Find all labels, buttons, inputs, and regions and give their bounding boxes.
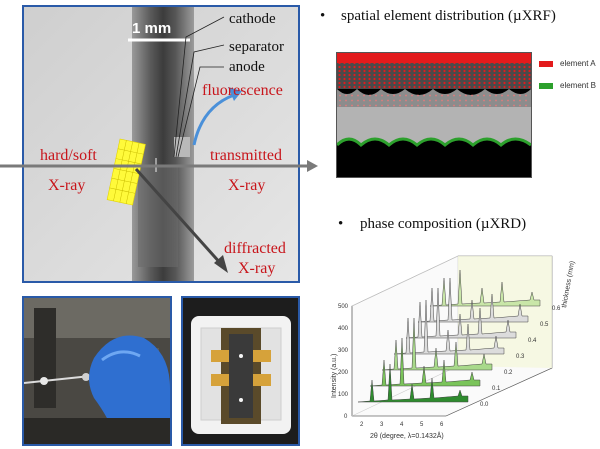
cell-holder-image <box>183 298 298 444</box>
xrd-y-ticks: 0 100 200 300 400 500 <box>338 304 349 420</box>
ytick-200: 200 <box>338 370 349 376</box>
incoming-xray-label-2: X-ray <box>48 177 86 194</box>
xrd-title: phase composition (µXRD) <box>360 216 527 232</box>
xrd-zlabel: thickness (mm) <box>561 260 576 308</box>
xrd-trace-0.1 <box>369 337 481 387</box>
ytick-0: 0 <box>344 414 348 420</box>
xrd-back-wall <box>458 256 552 368</box>
legend-label-element-a: element A <box>560 59 596 68</box>
transmitted-label-1: transmitted <box>210 147 282 164</box>
xrf-map <box>336 52 532 178</box>
xrd-trace-0.4 <box>405 287 517 339</box>
ztick-0.6: 0.6 <box>552 306 561 312</box>
separator-label: separator <box>229 39 284 55</box>
xrd-trace-0.6 <box>429 269 541 307</box>
xrd-trace-0.5 <box>417 277 529 323</box>
xtick-4: 4 <box>400 422 404 428</box>
radiograph-panel: 1 mm cathode separator anode fluorescenc… <box>22 5 300 283</box>
ztick-0.5: 0.5 <box>540 322 549 328</box>
xrd-z-ticks: 0.0 0.1 0.2 0.3 0.4 0.5 0.6 <box>480 306 561 408</box>
xrd-trace-0.2 <box>381 317 493 371</box>
transmitted-label-2: X-ray <box>228 177 266 194</box>
ztick-0.0: 0.0 <box>480 402 489 408</box>
xrd-x-ticks: 2 3 4 5 6 <box>360 422 444 428</box>
incoming-xray-label-1: hard/soft <box>40 147 97 164</box>
xtick-3: 3 <box>380 422 384 428</box>
ztick-0.3: 0.3 <box>516 354 525 360</box>
ztick-0.4: 0.4 <box>528 338 537 344</box>
xrd-xlabel: 2θ (degree, λ=0.1432Å) <box>370 431 444 440</box>
legend-label-element-b: element B <box>560 81 597 90</box>
xtick-2: 2 <box>360 422 364 428</box>
cathode-label: cathode <box>229 11 276 27</box>
xrd-bullet: • <box>338 216 344 232</box>
diffracted-label-1: diffracted <box>224 240 286 257</box>
photo-cell-holder <box>181 296 300 446</box>
ytick-400: 400 <box>338 326 349 332</box>
scale-bar-label: 1 mm <box>132 20 172 37</box>
xrf-map-image <box>337 53 531 177</box>
xtick-6: 6 <box>440 422 444 428</box>
xtick-5: 5 <box>420 422 424 428</box>
xrd-waterfall-plot: 0 100 200 300 400 500 2 3 4 5 6 0.0 0.1 … <box>331 255 576 440</box>
diffracted-label-2: X-ray <box>238 260 276 277</box>
ztick-0.2: 0.2 <box>504 370 513 376</box>
xrf-title: spatial element distribution (µXRF) <box>341 8 556 24</box>
xrd-trace-0.0 <box>357 363 469 403</box>
ytick-500: 500 <box>338 304 349 310</box>
radiograph-image <box>24 7 298 281</box>
legend-swatch-element-a <box>539 61 553 67</box>
ytick-100: 100 <box>338 392 349 398</box>
hand-photo-image <box>24 298 170 444</box>
legend-swatch-element-b <box>539 83 553 89</box>
photo-hand-sample <box>22 296 172 446</box>
ytick-300: 300 <box>338 348 349 354</box>
xrd-traces <box>357 269 541 403</box>
xrd-ylabel: Intensity (a.u.) <box>331 354 338 398</box>
ztick-0.1: 0.1 <box>492 386 501 392</box>
xrf-bullet: • <box>320 8 326 24</box>
xrd-trace-0.3 <box>393 299 505 355</box>
fluorescence-label: fluorescence <box>202 82 283 99</box>
anode-label: anode <box>229 59 265 75</box>
